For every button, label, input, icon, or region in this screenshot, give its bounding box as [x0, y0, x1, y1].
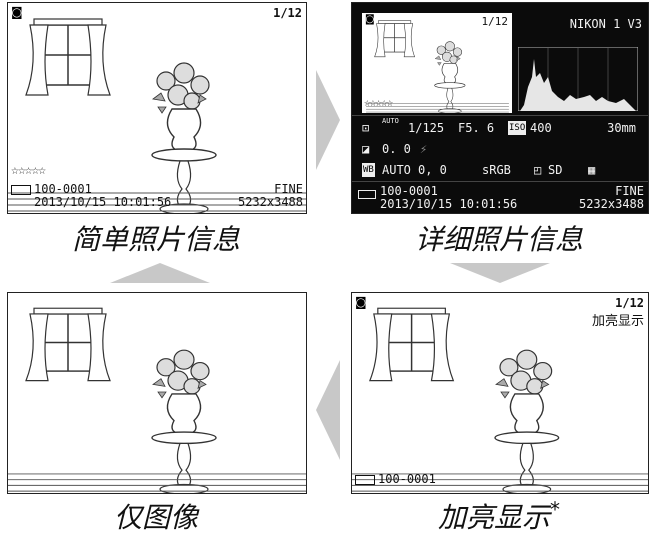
file-number: 100-0001 — [380, 184, 438, 198]
camera-model: NIKON 1 V3 — [569, 17, 642, 31]
frame-counter: 1/12 — [615, 296, 644, 310]
battery-icon — [355, 475, 375, 485]
active-dlighting-icon: ▦ — [588, 163, 596, 177]
date-time: 2013/10/15 10:01:56 — [380, 197, 518, 211]
date-time: 2013/10/15 10:01:56 — [34, 195, 172, 209]
iso-value: 400 — [530, 121, 552, 135]
iso-label: ISO — [508, 121, 527, 135]
highlights-panel: ◙ 1/12 加亮显示 100-0001 — [351, 292, 649, 494]
rating-stars: ☆☆☆☆☆ — [11, 163, 46, 178]
file-number: 100-0001 — [378, 472, 436, 486]
shutter-speed: 1/125 — [408, 121, 445, 135]
caption-simple: 简单照片信息 — [71, 223, 240, 256]
exposure-comp: 0. 0 — [382, 142, 411, 156]
frame-counter: 1/12 — [481, 15, 509, 28]
highlights-label: 加亮显示 — [591, 314, 644, 329]
white-balance: AUTO — [382, 163, 411, 177]
image-size: 5232x3488 — [578, 197, 644, 211]
exposure-comp-icon: ◪ — [362, 142, 370, 156]
camera-icon: ◙ — [11, 5, 23, 19]
arrow-right — [316, 70, 340, 170]
picture-control: SD — [548, 163, 563, 177]
footnote-marker: * — [550, 497, 560, 522]
battery-icon — [11, 185, 31, 195]
image-only-panel — [7, 292, 307, 494]
wb-adjust: 0, 0 — [418, 163, 447, 177]
picture-control-icon: ◰ — [534, 163, 542, 177]
room-illustration — [8, 307, 306, 493]
image-quality: FINE — [615, 184, 644, 198]
auto-label: AUTO — [382, 117, 399, 125]
battery-icon — [358, 190, 376, 199]
histogram — [518, 47, 638, 111]
caption-highlights-text: 加亮显示 — [437, 501, 550, 534]
detailed-photo-info-panel: ◙ 1/12 ☆☆☆☆☆ NIKON 1 V3 ⊡ AUTO 1/125 F5.… — [351, 2, 649, 214]
caption-detailed: 详细照片信息 — [414, 223, 583, 256]
color-space: sRGB — [482, 163, 511, 177]
simple-photo-info-panel: ◙ 1/12 ☆☆☆☆☆ 100-0001 2013/10/15 10:01:5… — [7, 2, 307, 214]
arrow-up — [110, 263, 210, 283]
aperture: F5. 6 — [458, 121, 495, 135]
image-quality: FINE — [274, 182, 303, 196]
rating-stars: ☆☆☆☆☆ — [364, 96, 393, 109]
thumbnail: ◙ 1/12 ☆☆☆☆☆ — [362, 13, 512, 113]
caption-image-only: 仅图像 — [113, 501, 198, 534]
arrow-left — [316, 360, 340, 460]
wb-label: WB — [362, 163, 375, 177]
frame-counter: 1/12 — [273, 6, 302, 20]
image-size: 5232x3488 — [237, 195, 303, 209]
focal-length: 30mm — [607, 121, 636, 135]
metering-icon: ⊡ — [362, 121, 370, 135]
file-number: 100-0001 — [34, 182, 92, 196]
flash-comp-icon: ⚡ — [420, 142, 428, 156]
arrow-down — [450, 263, 550, 283]
caption-highlights: 加亮显示* — [351, 496, 647, 536]
camera-icon: ◙ — [365, 14, 375, 25]
camera-icon: ◙ — [355, 295, 367, 309]
